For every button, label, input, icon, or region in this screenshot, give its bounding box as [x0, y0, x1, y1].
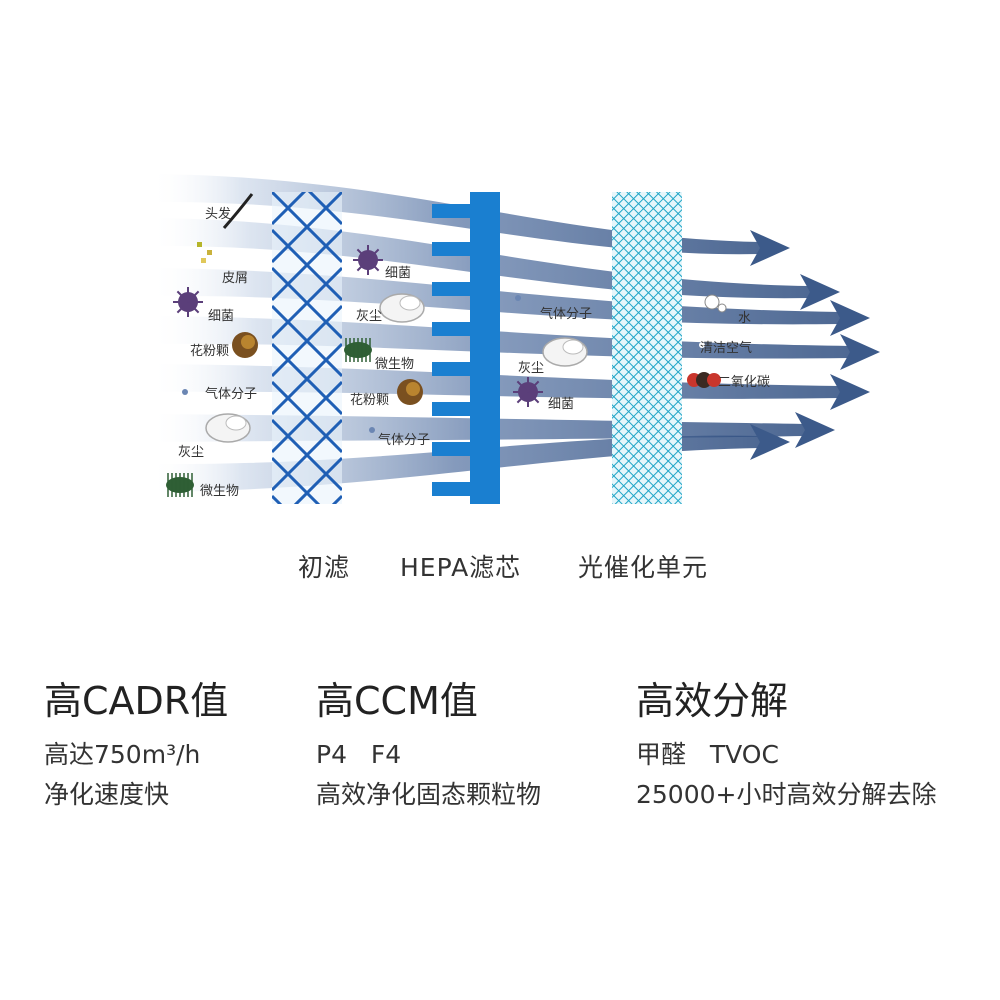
water-icon — [704, 294, 727, 313]
stage-labels: 初滤 HEPA滤芯 光催化单元 — [0, 548, 1000, 584]
pollutant-label: 细菌 — [548, 397, 574, 412]
feature-detail: 高达750m³/h — [44, 740, 201, 769]
pollutant-label: 皮屑 — [222, 271, 248, 286]
coarse-filter-mesh — [272, 192, 342, 504]
pollen-icon — [232, 332, 258, 358]
feature-detail: 25000+小时高效分解去除 — [636, 780, 937, 809]
feature-detail: 高效净化固态颗粒物 — [316, 780, 542, 809]
pollutant-label: 细菌 — [385, 266, 411, 281]
microorganism-icon — [344, 338, 372, 362]
bacteria-item: 细菌 — [353, 245, 411, 281]
bacteria-icon — [173, 287, 203, 317]
pollutant-label: 微生物 — [375, 357, 414, 372]
feature-decomposition: 高效分解 甲醛 TVOC 25000+小时高效分解去除 — [636, 670, 936, 815]
gas-molecule-item: 气体分子 — [369, 427, 430, 448]
bacteria-item: 细菌 — [513, 377, 574, 412]
co2-icon — [687, 372, 721, 388]
pollutant-label: 头发 — [205, 206, 231, 222]
pollutant-label: 细菌 — [208, 309, 234, 324]
feature-detail: P4 F4 — [316, 740, 402, 769]
microorganism-item: 微生物 — [344, 338, 414, 372]
gas-molecule-item: 气体分子 — [182, 386, 257, 402]
bacteria-item: 细菌 — [173, 287, 234, 324]
pollutant-label: 微生物 — [200, 484, 239, 499]
feature-ccm: 高CCM值 P4 F4 高效净化固态颗粒物 — [316, 670, 541, 815]
gas-molecule-item: 气体分子 — [515, 295, 592, 322]
bacteria-icon — [513, 377, 543, 407]
dust-item: 灰尘 — [518, 337, 588, 376]
pollutant-label: 气体分子 — [378, 432, 430, 448]
feature-cadr: 高CADR值 高达750m³/h 净化速度快 — [44, 670, 228, 815]
dander-item: 皮屑 — [197, 242, 248, 286]
dust-icon — [205, 413, 251, 443]
bacteria-icon — [353, 245, 383, 275]
pollen-item: 花粉颗 — [190, 332, 258, 359]
feature-title: 高CADR值 — [44, 679, 229, 723]
dander-icon — [197, 242, 212, 263]
water-item: 水 — [704, 294, 751, 326]
clean-air-icon — [699, 342, 705, 348]
pollutant-label: 灰尘 — [356, 309, 382, 324]
pollen-item: 花粉颗 — [350, 379, 423, 408]
feature-detail: 甲醛 TVOC — [636, 740, 779, 769]
hepa-filter — [432, 192, 500, 504]
dust-item: 灰尘 — [356, 293, 425, 324]
clean-air-item: 清洁空气 — [699, 340, 752, 356]
pollutant-label: 花粉颗 — [190, 343, 229, 359]
airflow-arrows — [150, 174, 880, 492]
dust-icon — [542, 337, 588, 367]
co2-item: 二氧化碳 — [687, 372, 770, 390]
photocatalyst-unit — [612, 192, 682, 504]
feature-detail: 净化速度快 — [44, 780, 170, 809]
pollutant-label: 花粉颗 — [350, 392, 389, 408]
output-label: 二氧化碳 — [718, 375, 770, 390]
output-label: 清洁空气 — [700, 340, 752, 356]
stage-label-prefilter: 初滤 — [298, 553, 351, 582]
microorganism-icon — [166, 473, 194, 497]
pollutant-label: 气体分子 — [540, 306, 592, 322]
feature-title: 高CCM值 — [316, 679, 478, 723]
microorganism-item: 微生物 — [166, 473, 239, 499]
stage-label-photocatalyst: 光催化单元 — [578, 553, 709, 582]
pollutant-label: 气体分子 — [205, 386, 257, 402]
stage-label-hepa: HEPA滤芯 — [400, 553, 522, 582]
output-label: 水 — [738, 311, 751, 326]
gas-molecule-icon — [369, 427, 375, 433]
gas-molecule-icon — [515, 295, 521, 301]
dust-item: 灰尘 — [178, 413, 251, 460]
pollutant-items: 头发皮屑细菌花粉颗气体分子灰尘微生物细菌灰尘微生物花粉颗气体分子气体分子灰尘细菌… — [166, 193, 770, 499]
pollen-icon — [397, 379, 423, 405]
gas-molecule-icon — [182, 389, 188, 395]
dust-icon — [379, 293, 425, 323]
feature-title: 高效分解 — [636, 679, 789, 723]
hair-item: 头发 — [205, 193, 254, 229]
hair-icon — [222, 193, 254, 229]
air-purification-diagram: 头发皮屑细菌花粉颗气体分子灰尘微生物细菌灰尘微生物花粉颗气体分子气体分子灰尘细菌… — [150, 174, 880, 504]
pollutant-label: 灰尘 — [518, 361, 544, 376]
pollutant-label: 灰尘 — [178, 445, 204, 460]
